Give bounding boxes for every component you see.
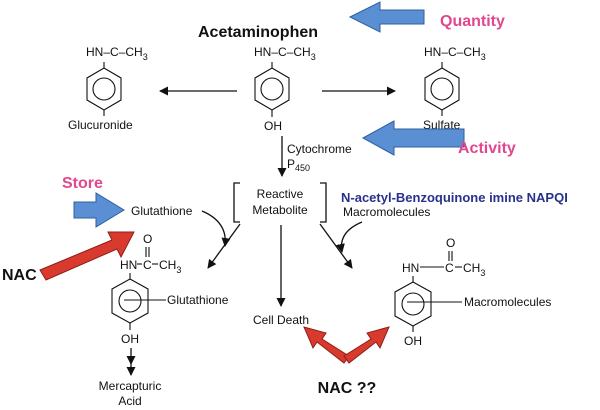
glucuronide-label: Glucuronide: [68, 118, 133, 132]
nac-label: NAC: [2, 267, 37, 284]
nac-question-label: NAC ??: [318, 380, 377, 397]
glutathione-conjugate-molecule: O HN C CH3 Glutathione OH: [111, 232, 229, 346]
quantity-arrow-icon: [348, 1, 425, 33]
methyl-label: CH: [159, 258, 176, 272]
acid-label: Acid: [118, 394, 141, 408]
arrow-to-macromolecule-adduct: [319, 223, 353, 269]
benzene-ring: [424, 67, 460, 111]
sulfate-molecule: HN–C–CH3 Sulfate: [423, 45, 486, 132]
glutathione-curve-arrow: [201, 210, 231, 247]
cytochrome-label: Cytochrome: [287, 142, 352, 156]
napqi-label: N-acetyl-Benzoquinone imine NAPQI: [341, 190, 568, 205]
svg-text:HN–C–CH3: HN–C–CH3: [424, 45, 486, 62]
benzene-ring: [394, 281, 432, 327]
metabolite-label: Metabolite: [252, 203, 308, 217]
store-arrow-icon: [73, 192, 125, 228]
macromolecules-attached-label: Macromolecules: [464, 295, 551, 309]
reactive-metabolite: Reactive Metabolite: [233, 182, 327, 223]
amine-label: HN: [120, 258, 137, 272]
hydroxyl-label: OH: [121, 332, 139, 346]
acetaminophen-molecule: HN–C–CH3 OH: [254, 45, 316, 133]
reactive-label: Reactive: [257, 187, 304, 201]
methyl-label: CH: [463, 261, 480, 275]
quantity-label: Quantity: [440, 13, 505, 30]
amine-label: HN: [402, 261, 419, 275]
glutathione-reagent: Glutathione: [131, 204, 193, 218]
carbonyl-o-label: O: [143, 232, 152, 246]
arrow-to-glutathione-conjugate: [207, 223, 241, 269]
svg-text:HN–C–CH3: HN–C–CH3: [254, 45, 316, 62]
nac-arrow-icon: [39, 231, 135, 281]
svg-text:P450: P450: [287, 157, 310, 173]
glucuronide-group: HN–C–CH: [86, 45, 143, 59]
benzene-ring: [86, 67, 122, 111]
activity-label: Activity: [458, 140, 516, 157]
svg-text:CH3: CH3: [463, 261, 485, 278]
hydroxyl-label: OH: [264, 119, 282, 133]
activity-arrow-icon: [361, 120, 465, 156]
title: Acetaminophen: [198, 24, 318, 41]
nac-question-arrows-icon: [303, 326, 390, 364]
acetaminophen-group: HN–C–CH: [254, 45, 311, 59]
sulfate-group: HN–C–CH: [424, 45, 481, 59]
svg-text:CH3: CH3: [159, 258, 181, 275]
glutathione-attached-label: Glutathione: [167, 293, 229, 307]
carbonyl-c-label: C: [445, 261, 454, 275]
cell-death-label: Cell Death: [253, 313, 309, 327]
glucuronide-molecule: HN–C–CH3 Glucuronide: [68, 45, 148, 132]
macromolecules-reagent: Macromolecules: [343, 205, 430, 219]
benzene-ring: [254, 67, 290, 111]
mercapturic-label: Mercapturic: [99, 379, 162, 393]
hydroxyl-label: OH: [404, 334, 422, 348]
macromolecule-curve-arrow: [336, 221, 363, 253]
p450-label: P: [287, 157, 295, 171]
carbonyl-c-label: C: [143, 258, 152, 272]
svg-text:HN–C–CH3: HN–C–CH3: [86, 45, 148, 62]
macromolecule-adduct-molecule: O HN C CH3 Macromolecules OH: [394, 236, 551, 348]
store-label: Store: [62, 175, 103, 192]
carbonyl-o-label: O: [446, 236, 455, 250]
benzene-ring: [111, 278, 149, 324]
